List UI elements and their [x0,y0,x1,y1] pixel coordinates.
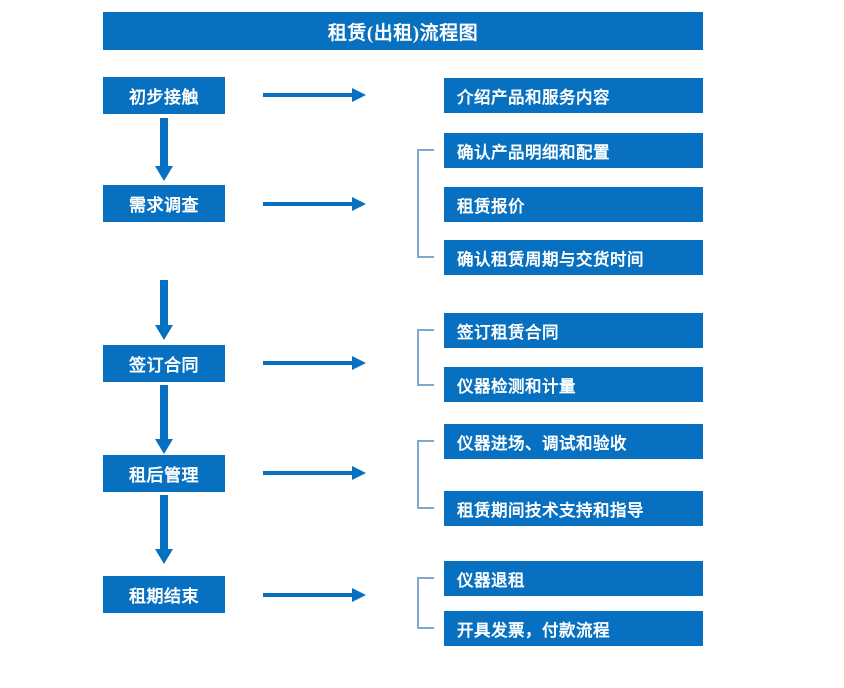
horizontal-arrow-4 [263,466,366,480]
detail-box-zu-lin-bao-jia[interactable]: 租赁报价 [444,187,703,222]
detail-box-yi-qi-jian-ce-he-ji-liang[interactable]: 仪器检测和计量 [444,367,703,402]
page-title: 租赁(出租)流程图 [103,12,703,50]
stage-box-qian-ding-he-tong[interactable]: 签订合同 [103,345,225,382]
detail-box-zu-lin-qi-jian-ji-shu-zhi-chi[interactable]: 租赁期间技术支持和指导 [444,491,703,526]
vertical-arrow-3-4 [155,385,173,454]
stage-box-zu-hou-guan-li[interactable]: 租后管理 [103,455,225,492]
detail-box-que-ren-zu-lin-zhou-qi[interactable]: 确认租赁周期与交货时间 [444,240,703,275]
detail-box-jie-shao-chan-pin[interactable]: 介绍产品和服务内容 [444,78,703,113]
vertical-arrow-4-5 [155,495,173,564]
group-bracket-4 [417,577,434,629]
horizontal-arrow-1 [263,88,366,102]
stage-box-xu-qiu-diao-cha[interactable]: 需求调查 [103,185,225,222]
stage-box-zu-qi-jie-shu[interactable]: 租期结束 [103,576,225,613]
stage-box-chu-bu-jie-chu[interactable]: 初步接触 [103,77,225,114]
detail-box-yi-qi-tui-zu[interactable]: 仪器退租 [444,561,703,596]
vertical-arrow-1-2 [155,118,173,181]
group-bracket-3 [417,440,434,509]
detail-box-que-ren-chan-pin-ming-xi[interactable]: 确认产品明细和配置 [444,133,703,168]
horizontal-arrow-5 [263,588,366,602]
detail-box-yi-qi-jin-chang[interactable]: 仪器进场、调试和验收 [444,424,703,459]
detail-box-kai-ju-fa-piao[interactable]: 开具发票，付款流程 [444,611,703,646]
horizontal-arrow-3 [263,356,366,370]
group-bracket-2 [417,329,434,386]
horizontal-arrow-2 [263,197,366,211]
vertical-arrow-2-3 [155,280,173,340]
group-bracket-1 [417,149,434,258]
detail-box-qian-ding-zu-lin-he-tong[interactable]: 签订租赁合同 [444,313,703,348]
